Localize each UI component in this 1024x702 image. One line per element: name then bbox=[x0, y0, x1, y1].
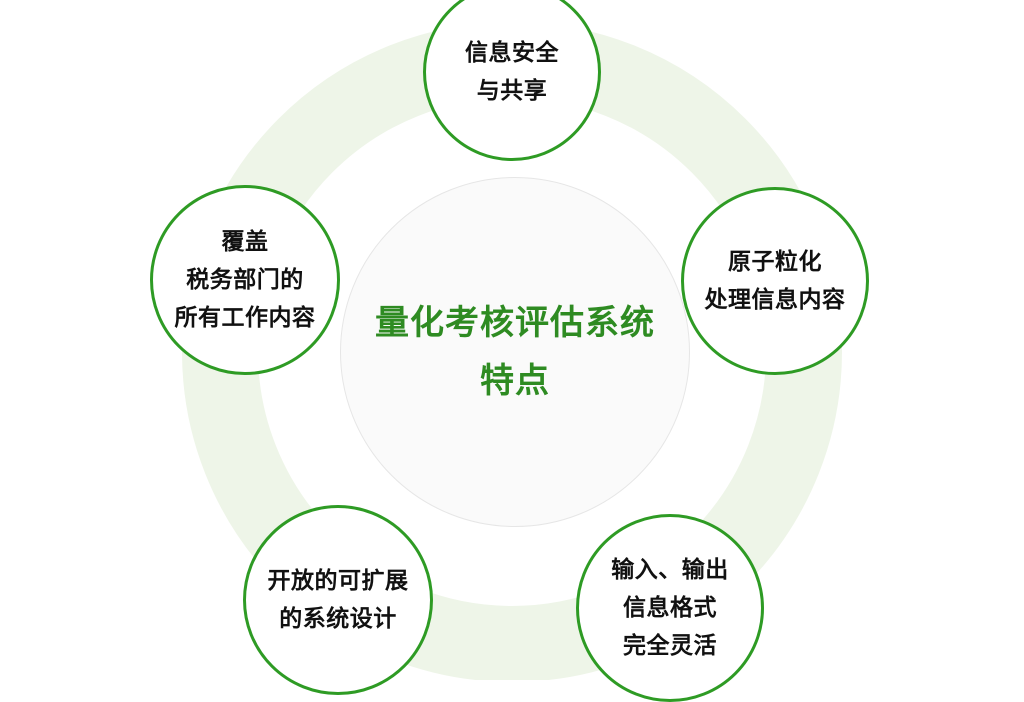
node-atomic-granular-processing[interactable]: 原子粒化 处理信息内容 bbox=[681, 187, 869, 375]
node-label-line: 所有工作内容 bbox=[174, 305, 316, 331]
node-label-line: 原子粒化 bbox=[728, 249, 822, 275]
node-label-line: 输入、输出 bbox=[611, 557, 729, 583]
node-covers-all-tax-work[interactable]: 覆盖 税务部门的 所有工作内容 bbox=[150, 185, 340, 375]
node-label-line: 覆盖 bbox=[221, 229, 269, 255]
node-label-line: 开放的可扩展 bbox=[267, 568, 409, 594]
node-label-line: 信息安全 bbox=[465, 40, 559, 66]
center-title-line-1: 量化考核评估系统 bbox=[375, 303, 655, 343]
center-hub-circle: 量化考核评估系统 特点 bbox=[340, 177, 690, 527]
node-label-line: 税务部门的 bbox=[186, 267, 304, 293]
center-title-line-2: 特点 bbox=[480, 361, 550, 401]
node-label-line: 信息格式 bbox=[623, 595, 717, 621]
diagram-canvas: 量化考核评估系统 特点 信息安全 与共享 原子粒化 处理信息内容 输入、输出 信… bbox=[150, 0, 869, 702]
node-label-line: 处理信息内容 bbox=[704, 287, 846, 313]
node-label-line: 的系统设计 bbox=[279, 606, 397, 632]
node-label-line: 完全灵活 bbox=[623, 633, 717, 659]
node-label-line: 与共享 bbox=[476, 78, 548, 104]
node-open-extensible-design[interactable]: 开放的可扩展 的系统设计 bbox=[243, 505, 433, 695]
node-flexible-io-format[interactable]: 输入、输出 信息格式 完全灵活 bbox=[576, 514, 764, 702]
node-info-security-sharing[interactable]: 信息安全 与共享 bbox=[423, 0, 601, 161]
